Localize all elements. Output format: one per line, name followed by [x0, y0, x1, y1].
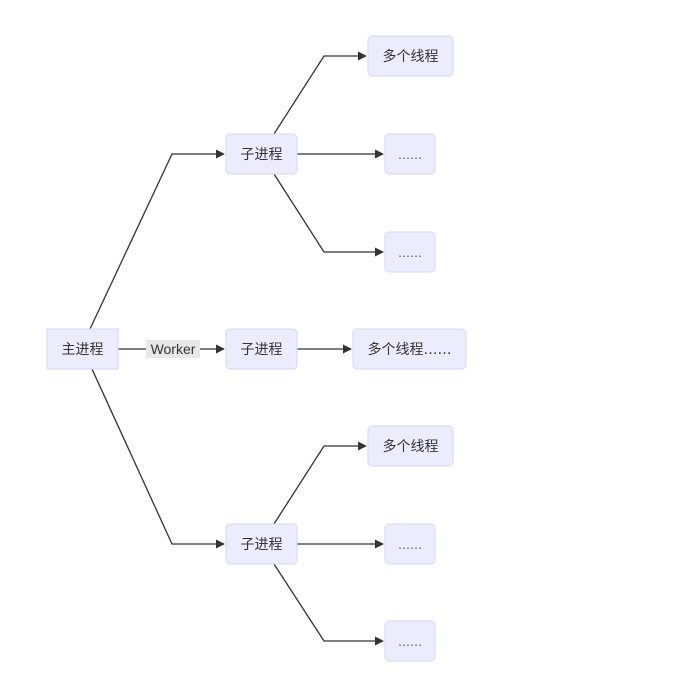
node-top-dots-1: ……	[384, 133, 436, 175]
edge-child-top-to-threads	[273, 51, 367, 135]
edge-child-bot-to-threads	[273, 441, 367, 525]
node-top-threads: 多个线程	[367, 35, 454, 77]
node-child-bot: 子进程	[225, 523, 298, 565]
node-main: 主进程	[46, 328, 119, 370]
edge-main-to-child-bot	[91, 368, 225, 549]
node-top-threads-label: 多个线程	[383, 48, 439, 65]
node-child-mid: 子进程	[225, 328, 298, 370]
edge-main-to-child-top	[89, 149, 225, 330]
edge-child-bot-to-dots-2	[273, 563, 384, 646]
node-top-dots-1-label: ……	[398, 148, 422, 162]
node-child-top-label: 子进程	[241, 147, 283, 163]
node-top-dots-2: ……	[384, 231, 436, 273]
node-mid-threads-label: 多个线程……	[368, 341, 452, 358]
node-child-mid-label: 子进程	[241, 342, 283, 358]
node-bot-dots-1-label: ……	[398, 538, 422, 552]
node-bot-dots-1: ……	[384, 523, 436, 565]
node-bot-threads-label: 多个线程	[383, 438, 439, 455]
node-mid-threads: 多个线程……	[352, 328, 467, 370]
node-top-dots-2-label: ……	[398, 246, 422, 260]
node-bot-dots-2: ……	[384, 620, 436, 662]
node-main-label: 主进程	[62, 342, 104, 358]
node-child-top: 子进程	[225, 133, 298, 175]
edge-label-worker: Worker	[146, 340, 200, 358]
edges	[89, 51, 384, 646]
node-bot-threads: 多个线程	[367, 425, 454, 467]
node-child-bot-label: 子进程	[241, 537, 283, 553]
worker-label: Worker	[151, 341, 196, 357]
node-bot-dots-2-label: ……	[398, 635, 422, 649]
edge-child-top-to-dots-2	[273, 173, 384, 257]
